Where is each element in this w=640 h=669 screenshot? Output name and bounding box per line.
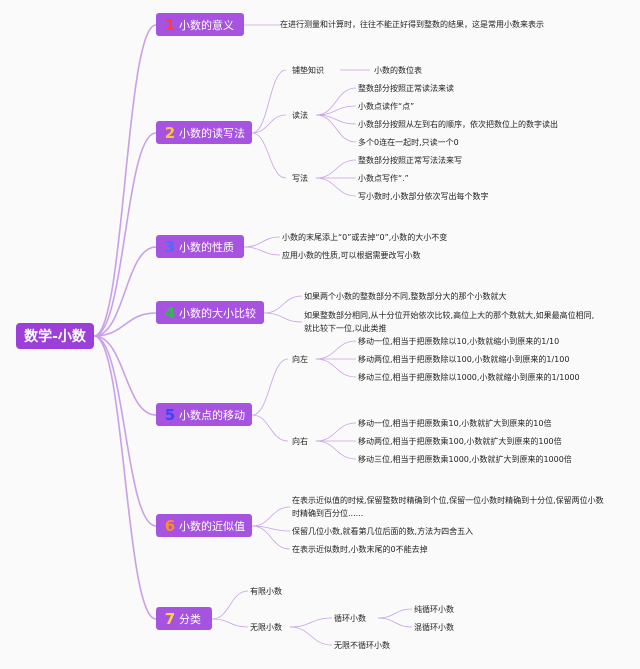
root-link-3: [93, 246, 157, 337]
b2-sub-2-label: 读法: [292, 111, 308, 120]
b2-sub-2-item-4: 多个0连在一起时,只读一个0: [358, 138, 459, 147]
b6-link-3: [251, 525, 291, 550]
b5-link-1: [251, 358, 289, 416]
b5-sub-2-label: 向右: [292, 437, 308, 446]
branch-4-node[interactable]: 4 小数的大小比较: [156, 301, 264, 324]
b4-item-2: 如果整数部分相同,从十分位开始依次比较,高位上大的那个数就大,如果最高位相同,就…: [304, 311, 595, 333]
b2-read-link-1: [315, 87, 357, 116]
b7-sub-1-label: 有限小数: [250, 587, 282, 596]
b6-item-1: 在表示近似值的时候,保留整数时精确到个位,保留一位小数时精确到十分位,保留两位小…: [292, 496, 604, 518]
b2-sub-3-item-3: 写小数时,小数部分依次写出每个数字: [358, 192, 489, 201]
b5-sub-2-item-2: 移动两位,相当于把原数乘100,小数就扩大到原来的100倍: [358, 437, 562, 446]
branch-6-label: 小数的近似值: [179, 519, 245, 533]
b7-sub-2-1-label: 循环小数: [334, 614, 366, 623]
b5-left-link-3: [315, 358, 357, 378]
b2-sub-3-item-2: 小数点写作“.”: [358, 174, 409, 183]
b7-link-6: [377, 617, 413, 628]
branch-2-node[interactable]: 2 小数的读写法: [156, 121, 252, 144]
b7-sub-2-1-item-1: 纯循环小数: [414, 605, 454, 614]
branch-2-label: 小数的读写法: [179, 126, 245, 140]
b7-sub-2-1-item-2: 混循环小数: [414, 623, 454, 632]
b2-sub-2-item-2: 小数点读作“点”: [358, 102, 415, 111]
b5-right-link-1: [315, 422, 357, 442]
b6-item-2: 保留几位小数,就看第几位后面的数,方法为四舍五入: [292, 527, 474, 536]
root-link-7: [93, 335, 157, 620]
b4-item-1: 如果两个小数的整数部分不同,整数部分大的那个小数就大: [304, 292, 507, 301]
b1-item-1: 在进行测量和计算时，往往不能正好得到整数的结果，这是常用小数来表示: [280, 20, 544, 29]
branch-2-number: 2: [164, 123, 176, 142]
root-node[interactable]: 数学-小数: [16, 323, 94, 349]
b5-sub-1-item-1: 移动一位,相当于把原数除以10,小数就缩小到原来的1/10: [358, 337, 560, 346]
b5-right-link-3: [315, 440, 357, 460]
b2-write-link-3: [315, 177, 357, 197]
branch-5-label: 小数点的移动: [179, 408, 245, 422]
b5-sub-2-item-3: 移动三位,相当于把原数乘1000,小数就扩大到原来的1000倍: [358, 455, 572, 464]
b2-sub-3-item-1: 整数部分按照正常写法法来写: [358, 156, 462, 165]
branch-7-label: 分类: [179, 612, 201, 626]
b6-link-1: [251, 506, 291, 527]
branch-1-label: 小数的意义: [179, 18, 234, 32]
b2-write-link-1: [315, 159, 357, 179]
b2-sub-2-item-1: 整数部分按照正常读法来读: [358, 84, 454, 93]
b2-link-2: [251, 114, 287, 134]
b7-link-1: [211, 590, 249, 620]
b4-link-1: [263, 295, 303, 314]
branch-3-number: 3: [164, 237, 176, 256]
b2-sub-2-item-3: 小数部分按照从左到右的顺序，依次把数位上的数字读出: [358, 120, 558, 129]
root-link-4: [93, 312, 157, 337]
branch-6-node[interactable]: 6 小数的近似值: [156, 514, 252, 537]
b7-link-2: [211, 618, 249, 628]
b5-left-link-1: [315, 340, 357, 360]
branch-1-number: 1: [164, 15, 176, 34]
b7-sub-2-label: 无限小数: [250, 623, 282, 632]
b5-sub-1-item-2: 移动两位,相当于把原数除以100,小数就缩小到原来的1/100: [358, 355, 570, 364]
b2-sub-1-label: 铺垫知识: [292, 66, 324, 75]
branch-7-number: 7: [164, 609, 176, 628]
b3-link-1: [243, 236, 281, 248]
b5-sub-1-label: 向左: [292, 355, 308, 364]
b2-link-1: [251, 69, 287, 134]
b7-link-5: [377, 608, 413, 619]
b3-item-2: 应用小数的性质,可以根据需要改写小数: [282, 251, 421, 260]
root-link-1: [93, 24, 157, 337]
b3-link-2: [243, 246, 281, 256]
branch-5-node[interactable]: 5 小数点的移动: [156, 403, 252, 426]
b6-item-3: 在表示近似数时,小数末尾的0不能去掉: [292, 545, 428, 554]
b2-sub-3-label: 写法: [292, 174, 308, 183]
b5-sub-1-item-3: 移动三位,相当于把原数除以1000,小数就缩小到原来的1/1000: [358, 373, 580, 382]
root-link-6: [93, 335, 157, 527]
branch-6-number: 6: [164, 516, 176, 535]
b2-sub-1-item-1: 小数的数位表: [374, 66, 422, 75]
b2-link-3: [251, 132, 287, 179]
b2-read-link-4: [315, 114, 357, 143]
branch-4-label: 小数的大小比较: [179, 306, 256, 320]
b4-link-2: [263, 312, 303, 323]
branch-3-label: 小数的性质: [179, 240, 234, 254]
b2-read-link-2: [315, 105, 357, 116]
b7-sub-2-2-label: 无限不循环小数: [334, 641, 390, 650]
branch-1-node[interactable]: 1 小数的意义: [156, 13, 244, 36]
branch-3-node[interactable]: 3 小数的性质: [156, 235, 244, 258]
branch-4-number: 4: [164, 303, 176, 322]
b3-item-1: 小数的末尾添上“0”或去掉“0”,小数的大小不变: [282, 233, 448, 242]
root-link-2: [93, 132, 157, 337]
b7-link-3: [289, 617, 333, 628]
b5-link-2: [251, 414, 289, 442]
root-link-5: [93, 335, 157, 416]
branch-7-node[interactable]: 7 分类: [156, 607, 212, 630]
b7-link-4: [289, 626, 333, 646]
branch-5-number: 5: [164, 405, 176, 424]
b5-sub-2-item-1: 移动一位,相当于把原数乘10,小数就扩大到原来的10倍: [358, 419, 552, 428]
